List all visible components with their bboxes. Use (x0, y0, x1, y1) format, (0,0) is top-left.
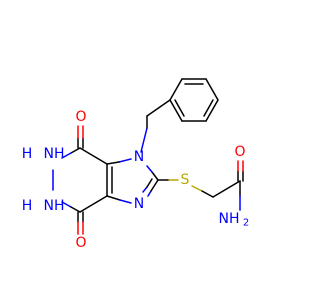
nh-label: NH (44, 198, 65, 214)
bond (106, 195, 121, 201)
amine-label: NH (219, 211, 240, 227)
bond (169, 99, 183, 122)
bond (70, 147, 81, 154)
molecule-diagram: O O O N N NH H NH H S NH 2 (22, 78, 249, 251)
bond (118, 158, 132, 163)
bond (147, 190, 152, 197)
bond (151, 171, 159, 181)
nitrogen-label: N (134, 149, 144, 165)
bond (146, 165, 153, 173)
bond-double-inner (174, 99, 185, 117)
nh-label: NH (44, 146, 65, 162)
h-label: H (22, 198, 33, 214)
pyridazinedione-ring (52, 147, 108, 213)
oxygen-label: O (75, 109, 86, 125)
bond (140, 127, 148, 153)
bond (61, 201, 72, 208)
bond (70, 206, 81, 213)
bond (150, 179, 159, 192)
bond (61, 152, 72, 159)
bond-double-inner (203, 99, 214, 117)
nitrogen-label: N (134, 196, 144, 212)
bond (106, 161, 120, 165)
amine-subscript: 2 (243, 218, 249, 229)
benzene-ring (169, 78, 219, 122)
oxygen-label: O (234, 144, 245, 160)
bond (191, 185, 203, 192)
bond (212, 180, 241, 198)
bond (79, 195, 108, 213)
sulfur-label: S (181, 172, 190, 188)
bond (201, 190, 214, 198)
h-label: H (22, 146, 33, 162)
bond-double-inner (142, 186, 148, 193)
bond (146, 99, 171, 117)
structure-svg: O O O N N NH H NH H S NH 2 (22, 78, 249, 251)
bond (119, 199, 132, 204)
bond (205, 78, 219, 101)
imidazole-ring (106, 158, 159, 204)
oxygen-label: O (75, 235, 86, 251)
bond (79, 147, 108, 165)
bond-double-inner (146, 178, 153, 188)
bond (169, 78, 183, 101)
bond (205, 99, 219, 122)
